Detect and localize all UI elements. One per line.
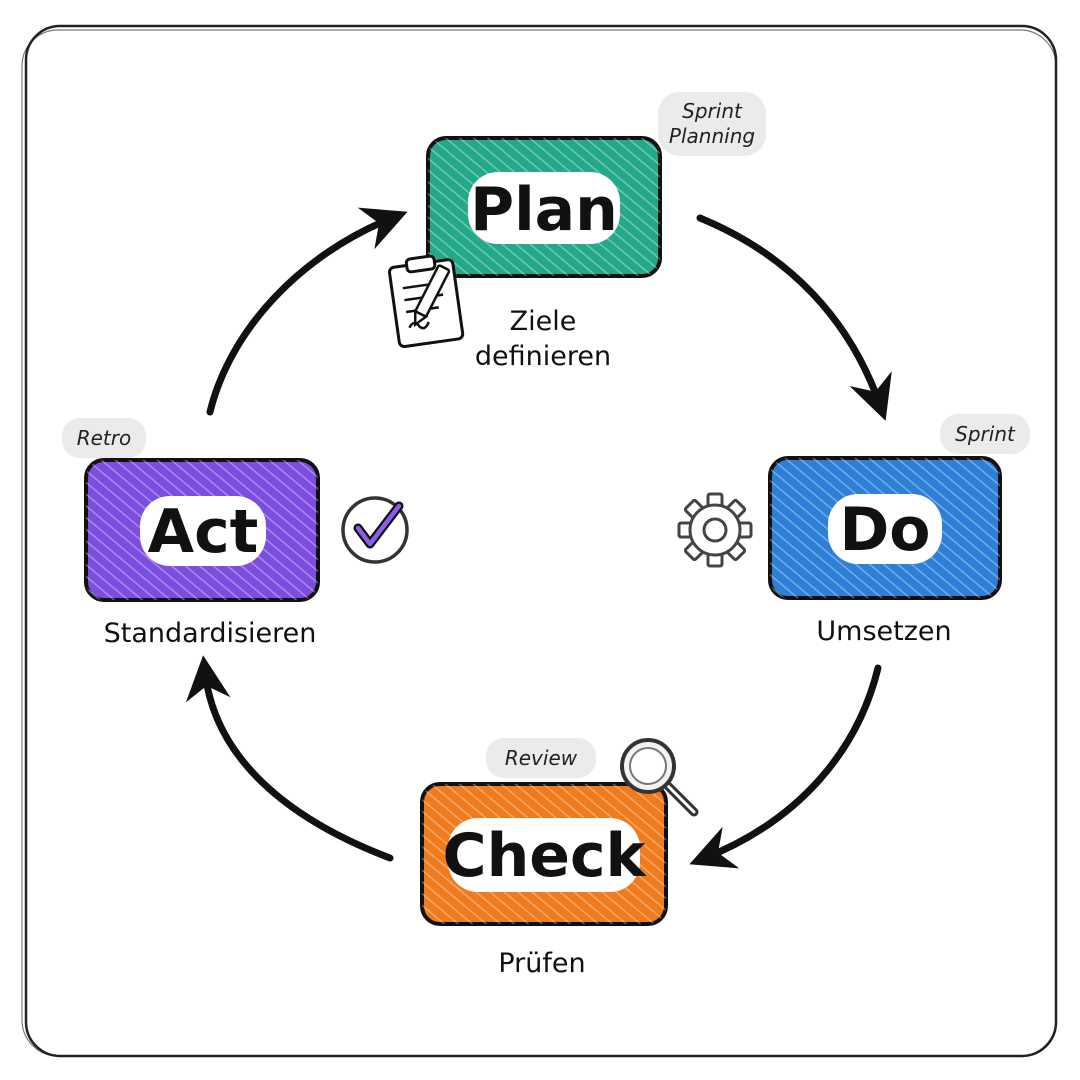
check-tag-line-1: Review (505, 746, 578, 770)
stage-act: Act Retro Standardisieren (62, 418, 409, 649)
cycle-arrows (185, 207, 892, 869)
check-title: Check (443, 821, 648, 891)
do-description: Umsetzen (816, 616, 951, 647)
act-title: Act (148, 497, 259, 567)
stage-plan: Plan Sprint Planning Ziele definieren (387, 92, 766, 372)
arrow-do-to-check (689, 664, 882, 869)
magnifier-icon (620, 738, 699, 817)
frame (21, 24, 1058, 1058)
arrow-plan-to-do (696, 214, 892, 421)
check-tag: Review (486, 738, 596, 778)
act-description: Standardisieren (104, 618, 317, 649)
act-tag-line-1: Retro (77, 426, 132, 450)
plan-description-line-2: definieren (475, 341, 611, 372)
plan-tag-line-2: Planning (669, 124, 755, 148)
plan-tag-line-1: Sprint (682, 99, 743, 123)
stage-do: Do Sprint Umsetzen (677, 414, 1030, 647)
do-tag: Sprint (940, 414, 1030, 454)
act-tag: Retro (62, 418, 146, 458)
plan-title: Plan (470, 175, 618, 245)
checkmark-icon (341, 496, 409, 564)
arrow-act-to-plan (206, 207, 408, 416)
plan-description-line-1: Ziele (510, 306, 577, 337)
gear-icon (677, 492, 753, 568)
check-description: Prüfen (498, 948, 585, 979)
plan-tag: Sprint Planning (658, 92, 766, 156)
clipboard-icon (387, 254, 465, 349)
do-title: Do (839, 495, 930, 565)
do-tag-line-1: Sprint (955, 422, 1016, 446)
stage-check: Check Review Prüfen (420, 738, 699, 979)
arrow-check-to-act (185, 655, 394, 862)
